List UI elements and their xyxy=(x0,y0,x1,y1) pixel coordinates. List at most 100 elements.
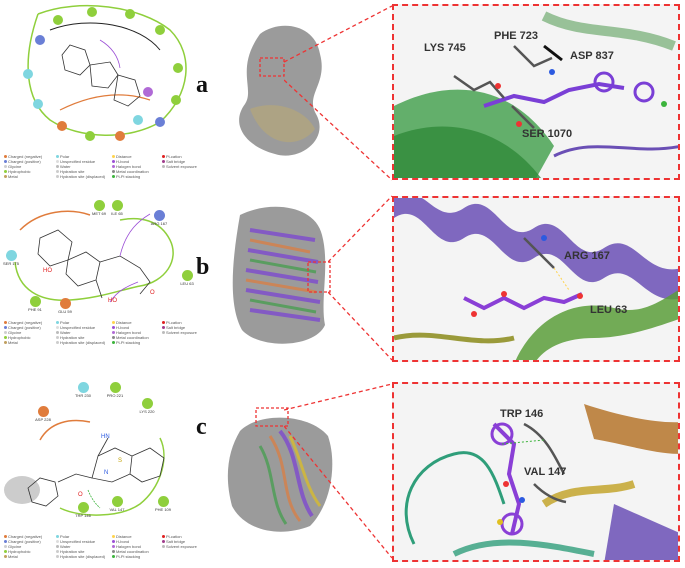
legend-col-3: Distance H-bond Halogen bond Metal coord… xyxy=(112,320,149,345)
legend-item: Solvent exposure xyxy=(162,544,197,549)
diagram-residue: THR 230 xyxy=(74,382,92,398)
legend-item: Pi-cation xyxy=(162,154,197,159)
legend-col-3: Distance H-bond Halogen bond Metal coord… xyxy=(112,534,149,559)
zoom-box-a: LYS 745 PHE 723 ASP 837 SER 1070 xyxy=(392,4,680,180)
legend-item: Pi-Pi stacking xyxy=(112,340,149,345)
diagram-residue: VAL 147 xyxy=(108,496,126,512)
legend-item: Unspecified residue xyxy=(56,325,105,330)
legend-a: Charged (negative) Charged (positive) Gl… xyxy=(4,154,204,186)
legend-col-2: Polar Unspecified residue Water Hydratio… xyxy=(56,154,105,179)
diagram-residue: LYS 220 xyxy=(138,398,156,414)
diagram-residue: TRP 146 xyxy=(74,502,92,518)
diagram-residue: LEU 63 xyxy=(178,270,196,286)
residue-dot xyxy=(181,270,193,281)
protein-surface-c xyxy=(220,406,340,536)
legend-item: Metal coordination xyxy=(112,549,149,554)
legend-item: Pi-Pi stacking xyxy=(112,554,149,559)
legend-col-2: Polar Unspecified residue Water Hydratio… xyxy=(56,320,105,345)
residue-dot xyxy=(109,382,121,393)
svg-text:O: O xyxy=(150,290,155,296)
legend-col-1: Charged (negative) Charged (positive) Gl… xyxy=(4,320,42,345)
legend-item: Polar xyxy=(56,534,105,539)
legend-item: Metal coordination xyxy=(112,169,149,174)
diagram-residue: PRO 221 xyxy=(106,382,124,398)
interaction-diagram-a-svg xyxy=(23,4,187,141)
legend-item: Hydration site xyxy=(56,335,105,340)
protein-surface-a-svg xyxy=(239,25,322,156)
diagram-residue: PHE 91 xyxy=(26,296,44,312)
legend-item: Pi-cation xyxy=(162,534,197,539)
legend-item: Halogen bond xyxy=(112,330,149,335)
legend-col-4: Pi-cation Salt bridge Solvent exposure xyxy=(162,320,197,335)
residue-dot xyxy=(77,502,89,513)
zoom-view-b-svg xyxy=(394,198,678,360)
protein-surface-b xyxy=(220,200,340,350)
diagram-residue: ASP 228 xyxy=(34,406,52,422)
legend-col-2: Polar Unspecified residue Water Hydratio… xyxy=(56,534,105,559)
residue-label: LYS 745 xyxy=(424,42,466,54)
legend-b: Charged (negative) Charged (positive) Gl… xyxy=(4,320,204,352)
legend-item: Unspecified residue xyxy=(56,539,105,544)
legend-item: Charged (negative) xyxy=(4,534,42,539)
panel-b: HO HO O MET 69 ILE 65 ARG 167 SER 175 LE… xyxy=(0,190,685,370)
legend-item: Unspecified residue xyxy=(56,159,105,164)
legend-item: Solvent exposure xyxy=(162,164,197,169)
diagram-residue: SER 175 xyxy=(2,250,20,266)
legend-item: Water xyxy=(56,544,105,549)
svg-text:N: N xyxy=(104,470,108,476)
legend-item: Hydrophobic xyxy=(4,169,42,174)
svg-text:S: S xyxy=(118,458,122,464)
legend-item: Charged (positive) xyxy=(4,159,42,164)
legend-item: Halogen bond xyxy=(112,164,149,169)
legend-item: Glycine xyxy=(4,544,42,549)
legend-col-3: Distance H-bond Halogen bond Metal coord… xyxy=(112,154,149,179)
residue-dot xyxy=(59,298,71,309)
legend-item: Charged (negative) xyxy=(4,154,42,159)
ligand-interaction-diagram-c: HN O S N THR 230 PRO 221 ASP 228 LYS 220… xyxy=(0,378,205,528)
legend-item: Salt bridge xyxy=(162,159,197,164)
panel-c: HN O S N THR 230 PRO 221 ASP 228 LYS 220… xyxy=(0,378,685,568)
svg-text:O: O xyxy=(78,492,83,498)
interaction-diagram-b-svg: HO HO O xyxy=(14,210,174,304)
legend-item: Hydrophobic xyxy=(4,549,42,554)
residue-label: SER 1070 xyxy=(522,128,573,140)
legend-item: Metal xyxy=(4,174,42,179)
legend-item: Distance xyxy=(112,320,149,325)
zoom-view-c-svg xyxy=(404,404,678,560)
legend-col-4: Pi-cation Salt bridge Solvent exposure xyxy=(162,154,197,169)
diagram-residue: GLU 59 xyxy=(56,298,74,314)
legend-item: Metal coordination xyxy=(112,335,149,340)
legend-item: Distance xyxy=(112,154,149,159)
legend-col-4: Pi-cation Salt bridge Solvent exposure xyxy=(162,534,197,549)
svg-text:HO: HO xyxy=(43,268,52,274)
residue-dot xyxy=(5,250,17,261)
svg-text:HO: HO xyxy=(108,298,117,304)
legend-item: Hydration site xyxy=(56,549,105,554)
ligand-interaction-diagram-a xyxy=(0,0,205,150)
legend-col-1: Charged (negative) Charged (positive) Gl… xyxy=(4,534,42,559)
residue-label: TRP 146 xyxy=(500,408,544,420)
panel-letter-a: a xyxy=(196,72,208,98)
residue-dot xyxy=(111,496,123,507)
diagram-residue: ARG 167 xyxy=(150,210,168,226)
residue-label: LEU 63 xyxy=(590,304,628,316)
legend-item: Pi-Pi stacking xyxy=(112,174,149,179)
legend-item: H-bond xyxy=(112,325,149,330)
residue-dot xyxy=(153,210,165,221)
legend-item: Charged (positive) xyxy=(4,539,42,544)
legend-item: Hydration site (displaced) xyxy=(56,340,105,345)
legend-c: Charged (negative) Charged (positive) Gl… xyxy=(4,534,204,566)
legend-item: Salt bridge xyxy=(162,539,197,544)
protein-surface-b-svg xyxy=(232,206,331,344)
svg-text:HN: HN xyxy=(101,434,110,440)
legend-item: Hydration site (displaced) xyxy=(56,174,105,179)
legend-item: Glycine xyxy=(4,164,42,169)
zoom-view-a-svg xyxy=(394,11,678,178)
residue-label: VAL 147 xyxy=(524,466,567,478)
zoom-box-c: TRP 146 VAL 147 xyxy=(392,382,680,562)
protein-surface-a xyxy=(220,14,340,164)
residue-dot xyxy=(157,496,169,507)
legend-item: Charged (positive) xyxy=(4,325,42,330)
diagram-residue: ILE 65 xyxy=(108,200,126,216)
legend-item: H-bond xyxy=(112,539,149,544)
